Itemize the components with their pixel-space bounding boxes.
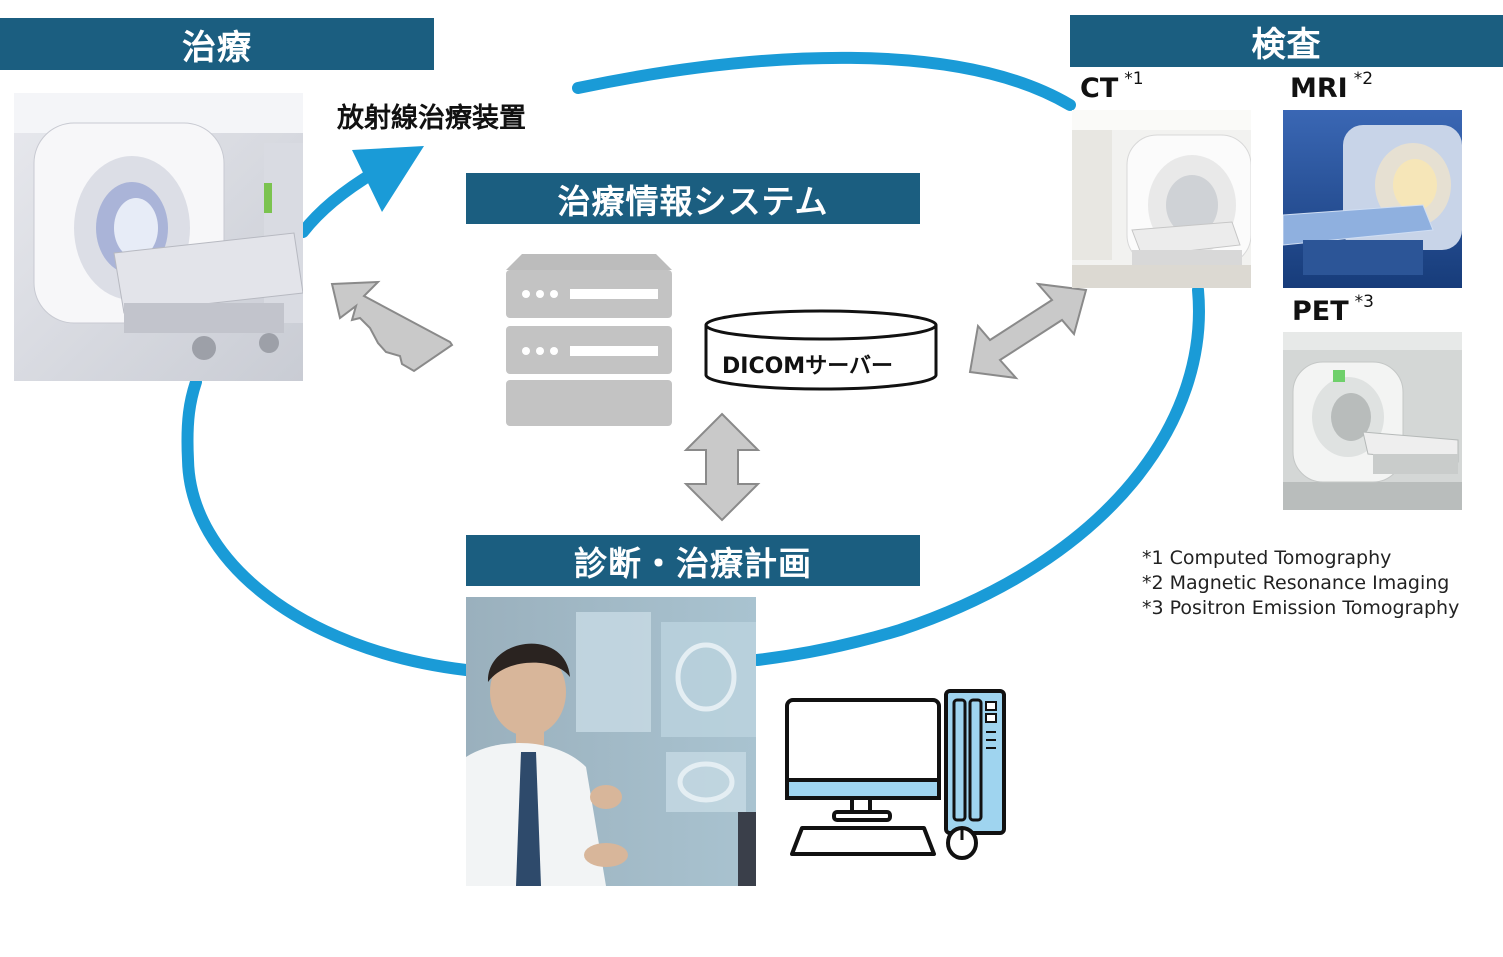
ct-label: CT*1 [1080, 69, 1144, 104]
treatment-banner: 治療 [0, 18, 434, 70]
treatment-device-label: 放射線治療装置 [337, 103, 526, 134]
examination-banner: 検査 [1070, 15, 1503, 67]
cycle-arrowhead [352, 146, 424, 212]
double-arrow-right [968, 282, 1088, 380]
cycle-arrow-head-tail [297, 166, 381, 238]
examination-title: 検査 [1251, 24, 1322, 65]
cycle-arrow-top [572, 51, 1076, 111]
double-arrow-vertical [683, 412, 761, 522]
system-title: 治療情報システム [557, 181, 829, 221]
treatment-device-photo [14, 93, 303, 381]
pet-photo [1283, 332, 1462, 510]
dicom-server-icon [704, 309, 938, 391]
desktop-computer-icon [785, 689, 1006, 860]
mri-note: *2 [1353, 69, 1374, 89]
footnote-ct: *1 Computed Tomography [1142, 547, 1392, 569]
ct-name: CT [1080, 73, 1119, 104]
server-rack-icon [506, 254, 672, 426]
pet-name: PET [1292, 296, 1349, 327]
footnote-pet: *3 Positron Emission Tomography [1142, 597, 1460, 619]
pet-label: PET*3 [1292, 292, 1374, 327]
mri-photo [1283, 110, 1462, 288]
system-banner: 治療情報システム [466, 173, 920, 224]
doctor-photo [466, 597, 756, 886]
cycle-arrow-right [751, 284, 1205, 666]
mri-label: MRI*2 [1290, 69, 1373, 104]
mri-name: MRI [1290, 73, 1348, 104]
double-arrow-left [330, 280, 454, 373]
cycle-arrow-left [181, 376, 472, 676]
treatment-title: 治療 [182, 27, 252, 68]
pet-note: *3 [1354, 292, 1374, 312]
dicom-server-label: DICOMサーバー [722, 354, 893, 379]
ct-photo [1072, 110, 1251, 288]
ct-note: *1 [1124, 69, 1144, 89]
planning-banner: 診断・治療計画 [466, 535, 920, 586]
planning-title: 診断・治療計画 [574, 543, 812, 583]
footnote-mri: *2 Magnetic Resonance Imaging [1142, 572, 1450, 594]
